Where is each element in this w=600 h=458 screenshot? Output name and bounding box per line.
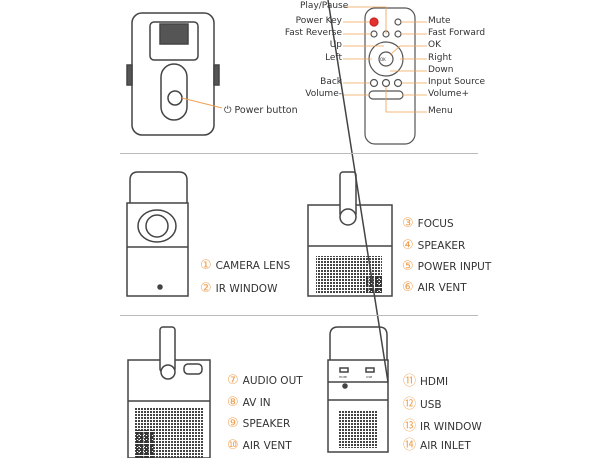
- remote-label-up: Up: [329, 40, 342, 50]
- remote-label-down: Down: [428, 65, 454, 75]
- remote-label-volume-up: Volume+: [428, 89, 470, 99]
- remote-label-fast-forward: Fast Forward: [428, 28, 486, 38]
- projector-side-view: [307, 171, 393, 297]
- remote-label-right: Right: [428, 53, 452, 63]
- remote-ok-key: OK: [380, 57, 386, 62]
- section-divider: [120, 153, 478, 154]
- power-button-label: ⏻ Power button: [224, 105, 298, 116]
- section-divider: [120, 315, 478, 316]
- projector-side-view-ports: [127, 326, 211, 458]
- remote-label-power-key: Power Key: [295, 16, 342, 26]
- projector-front-top-view: [126, 12, 223, 136]
- projector-rear-view: [327, 0, 389, 453]
- power-icon: ⏻: [224, 105, 235, 116]
- remote-label-fast-reverse: Fast Reverse: [284, 28, 342, 38]
- projector-front-view: [126, 171, 189, 297]
- port-label-usb: USB: [366, 375, 373, 379]
- remote-label-back: Back: [320, 77, 342, 87]
- remote-label-input-source: Input Source: [428, 77, 486, 87]
- remote-label-left: Left: [325, 53, 342, 63]
- remote-label-menu: Menu: [428, 106, 453, 116]
- port-label-hdmi: HDMI: [339, 375, 348, 379]
- remote-label-volume-down: Volume-: [305, 89, 342, 99]
- remote-label-play-pause: Play/Pause: [300, 1, 349, 11]
- remote-label-mute: Mute: [428, 16, 451, 26]
- remote-label-ok: OK: [428, 40, 441, 50]
- remote-control: [364, 7, 416, 145]
- remote-callout-lines: [343, 6, 427, 113]
